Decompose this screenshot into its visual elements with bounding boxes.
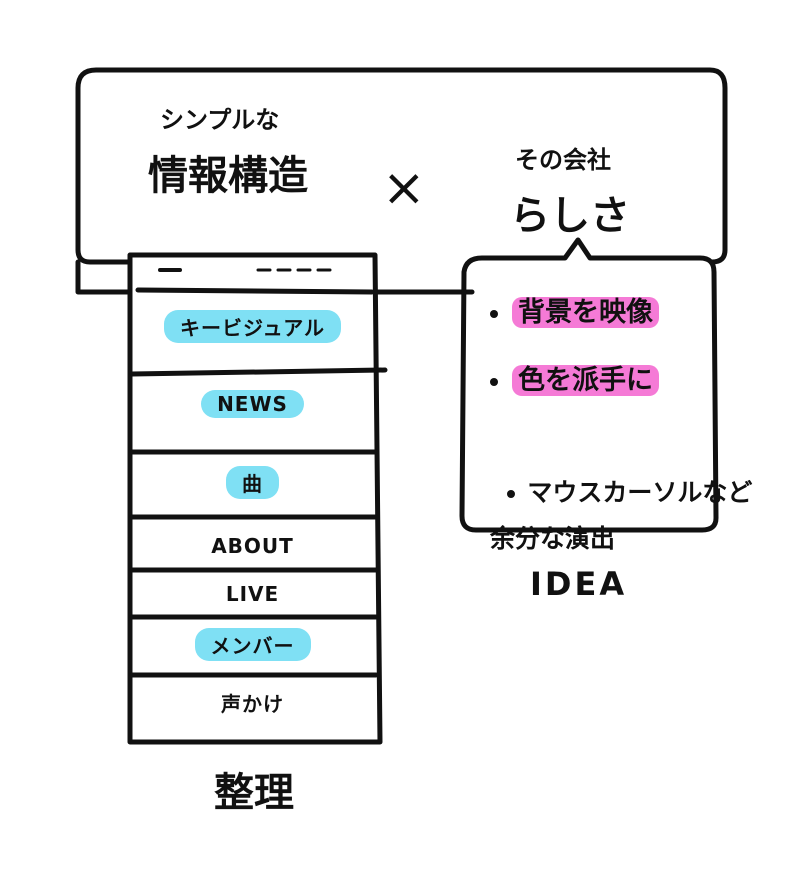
organize-caption: 整理 bbox=[214, 770, 294, 816]
top-box-outline bbox=[75, 67, 728, 265]
idea-item-extra-effects: マウスカーソルなど 余分な演出 bbox=[490, 424, 752, 562]
menu-item-label: ABOUT bbox=[211, 534, 294, 558]
menu-item-label: メンバー bbox=[194, 627, 311, 661]
top-box-bottom-left bbox=[75, 259, 131, 295]
likeness-label: らしさ bbox=[510, 193, 630, 239]
idea-bubble-outline bbox=[459, 237, 719, 533]
menu-item-label: LIVE bbox=[225, 582, 280, 606]
menu-item-label: キービジュアル bbox=[164, 309, 341, 343]
menu-item-label: 声かけ bbox=[221, 691, 284, 716]
menu-item-about[interactable]: ABOUT bbox=[130, 528, 375, 564]
bullet-icon bbox=[490, 309, 498, 318]
times-symbol: × bbox=[382, 158, 426, 218]
idea-item-flashy-colors: 色を派手に bbox=[490, 358, 659, 397]
menu-item-members[interactable]: メンバー bbox=[130, 626, 375, 662]
menu-divider bbox=[129, 367, 388, 377]
information-structure-label: 情報構造 bbox=[148, 153, 308, 199]
menu-item-live[interactable]: LIVE bbox=[130, 576, 375, 612]
idea-item-text: 色を派手に bbox=[512, 365, 659, 396]
menu-item-songs[interactable]: 曲 bbox=[130, 464, 375, 500]
phone-outline bbox=[127, 252, 383, 745]
menu-item-news[interactable]: NEWS bbox=[130, 386, 375, 422]
idea-caption: IDEA bbox=[530, 565, 628, 603]
menu-item-key-visual[interactable]: キービジュアル bbox=[130, 308, 375, 344]
bullet-icon bbox=[507, 490, 516, 498]
idea-item-background-video: 背景を映像 bbox=[490, 290, 659, 329]
simple-label: シンプルな bbox=[160, 106, 280, 134]
menu-item-call-out[interactable]: 声かけ bbox=[130, 684, 375, 720]
idea-item-text: マウスカーソルなど 余分な演出 bbox=[490, 478, 753, 553]
idea-item-text: 背景を映像 bbox=[512, 297, 659, 328]
menu-item-label: 曲 bbox=[226, 465, 279, 499]
that-company-label: その会社 bbox=[515, 146, 611, 174]
menu-item-label: NEWS bbox=[201, 390, 304, 418]
bullet-icon bbox=[490, 377, 498, 386]
phone-header-line bbox=[135, 287, 375, 295]
